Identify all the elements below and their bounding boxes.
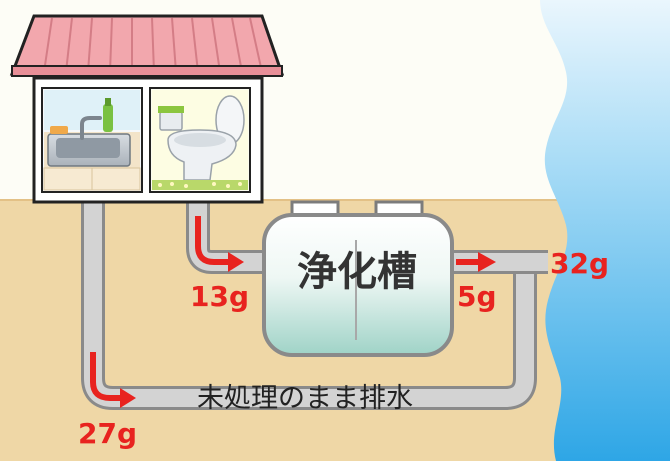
river-amount-label: 32g (550, 247, 610, 280)
kitchen-amount-label: 27g (78, 417, 138, 450)
toilet-paper-icon (159, 111, 183, 131)
sponge-icon (50, 126, 68, 134)
detergent-bottle-icon (103, 98, 113, 132)
kitchen-flow-arrow (90, 352, 120, 401)
septic-tank-label: 浄化槽 (297, 249, 417, 295)
river (540, 0, 670, 461)
toilet-flow-arrow (195, 216, 228, 265)
toilet-icon (167, 95, 245, 181)
toilet-amount-label: 13g (190, 280, 250, 313)
tank-out-amount-label: 5g (457, 280, 497, 313)
house (9, 14, 285, 204)
septic-tank (262, 200, 454, 357)
untreated-discharge-label: 未処理のまま排水 (197, 383, 413, 414)
toilet-mat (152, 180, 248, 190)
faucet-icon (80, 116, 102, 140)
flow-arrows (90, 216, 496, 408)
